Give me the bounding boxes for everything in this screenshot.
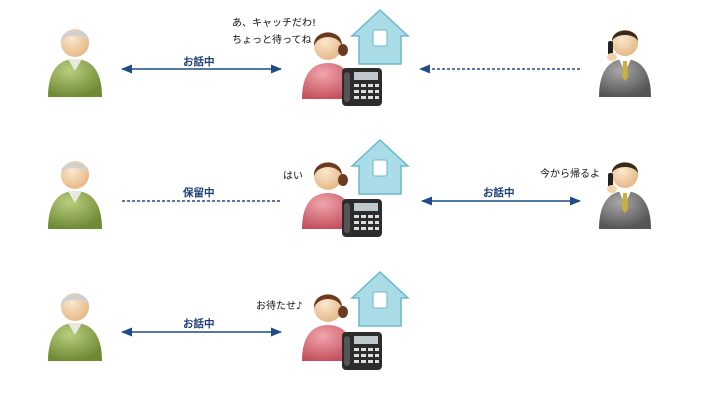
row3-left-status-label: お話中 (183, 318, 215, 330)
row1-mother-speech-line2: ちょっと待ってね (232, 35, 312, 46)
row2-left-status-label: 保留中 (183, 187, 215, 199)
grandpa-icon (48, 293, 102, 361)
telephone-icon (342, 332, 382, 370)
row-3 (48, 270, 410, 370)
businessman-on-phone-icon (599, 162, 651, 229)
grandpa-icon (48, 161, 102, 229)
row1-left-status-label: お話中 (183, 56, 215, 68)
row-2 (48, 138, 651, 237)
row1-mother-speech-line1: あ、キャッチだわ! (232, 18, 317, 29)
mother-icon (302, 162, 354, 229)
house-icon (350, 8, 410, 65)
row2-right-status-label: お話中 (483, 187, 515, 199)
mother-icon (302, 32, 354, 99)
row-1 (48, 8, 651, 106)
row3-mother-speech: お待たせ♪ (256, 301, 303, 312)
house-icon (350, 138, 410, 195)
house-icon (350, 270, 410, 327)
row2-mother-speech: はい (283, 171, 303, 182)
telephone-icon (342, 68, 382, 106)
mother-icon (302, 294, 354, 361)
row2-man-speech: 今から帰るよ (540, 169, 600, 180)
businessman-on-phone-icon (599, 30, 651, 97)
grandpa-icon (48, 29, 102, 97)
telephone-icon (342, 199, 382, 237)
